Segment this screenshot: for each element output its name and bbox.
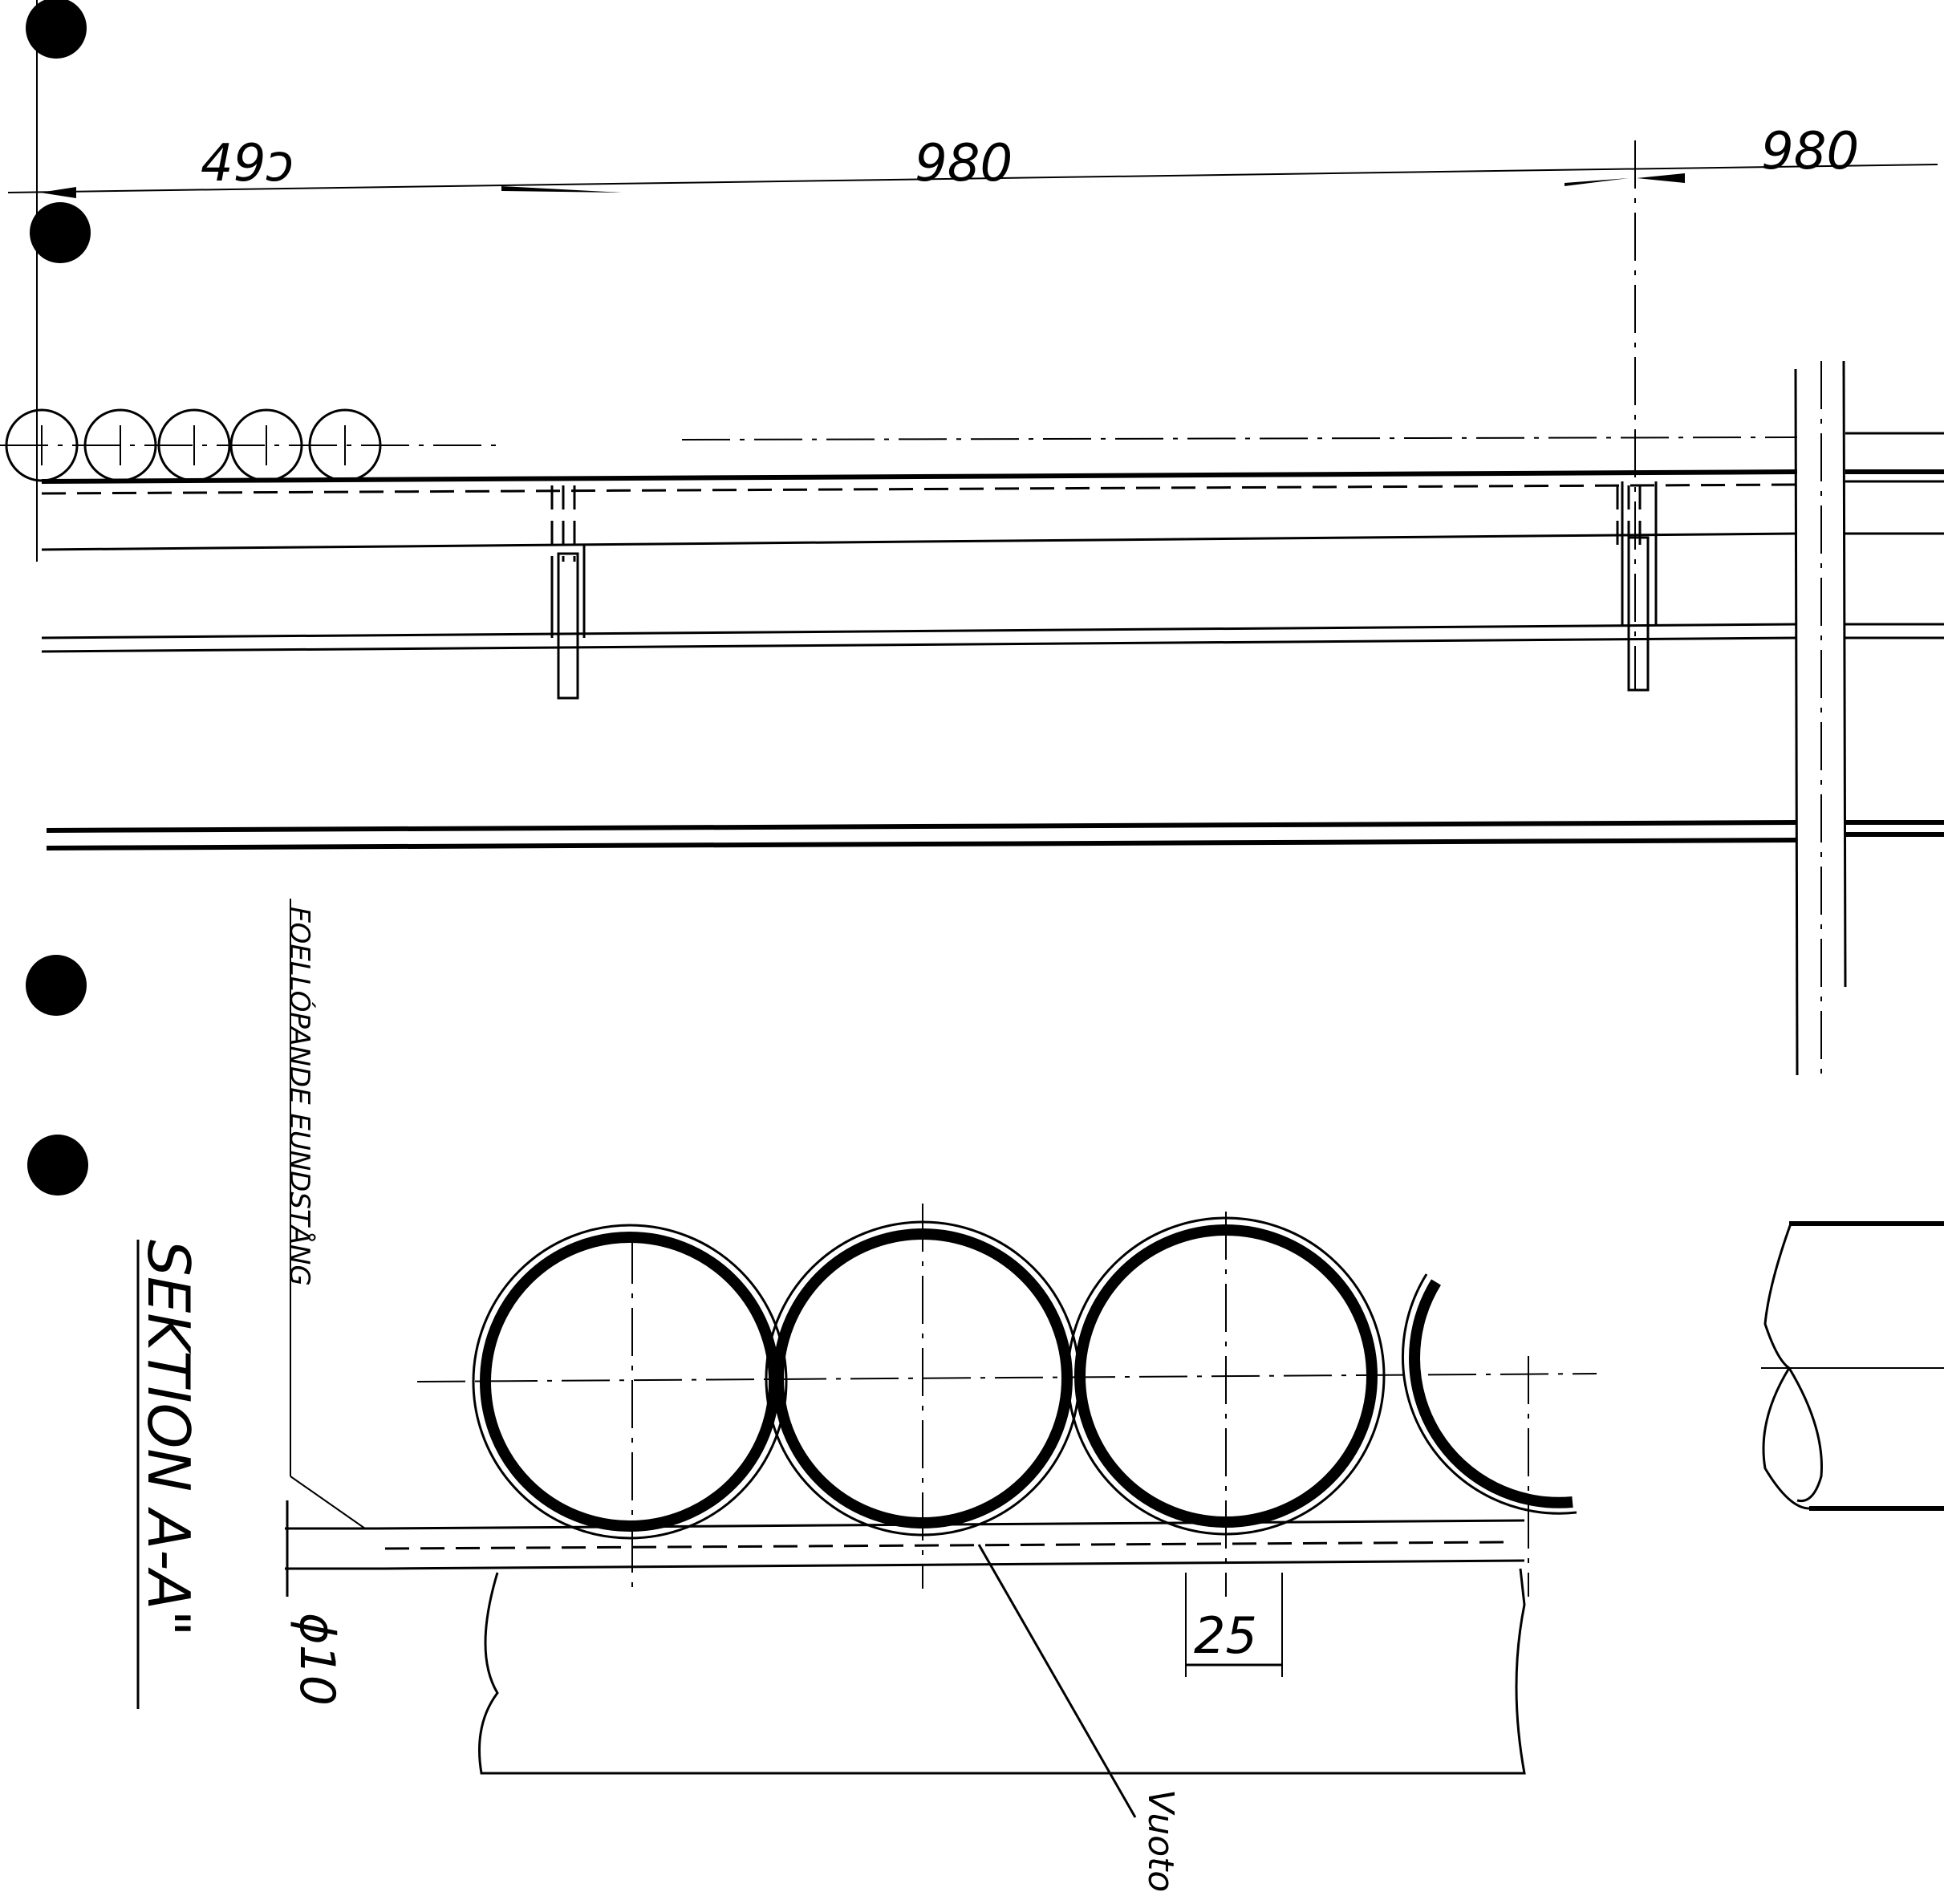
dim-490: 49ɔ — [201, 134, 294, 193]
dimension-25 — [1185, 1573, 1283, 1677]
dimension-line — [7, 0, 1938, 690]
support-left — [550, 485, 586, 700]
end-member — [1794, 360, 1847, 1076]
dim-980-right: 980 — [1761, 122, 1859, 181]
section-title: SEKTION A-A" — [135, 1240, 202, 1637]
support-right — [1616, 481, 1658, 692]
leader-note: Vuoto — [1140, 1789, 1181, 1892]
shaft-detail — [1761, 1221, 1944, 1511]
punch-hole-4 — [27, 1135, 88, 1196]
dim-980-middle: 980 — [915, 134, 1013, 193]
punch-hole-2 — [30, 202, 91, 263]
punch-hole-3 — [26, 955, 87, 1016]
plan-circle-row — [0, 408, 497, 482]
dimension-phi10 — [285, 1500, 377, 1597]
punch-hole-1 — [26, 0, 87, 59]
section-rings — [416, 1204, 1597, 1597]
section-rod — [285, 1519, 1526, 1775]
phi10-label: ϕ10 — [289, 1613, 345, 1706]
leader-line — [977, 1544, 1137, 1818]
plan-rails — [41, 432, 1944, 653]
vertical-note: FOELLÓPANDE EUNDSTÅNG — [283, 907, 316, 1286]
lower-plan-line — [46, 820, 1944, 851]
dim-25-label: 25 — [1194, 1606, 1257, 1665]
